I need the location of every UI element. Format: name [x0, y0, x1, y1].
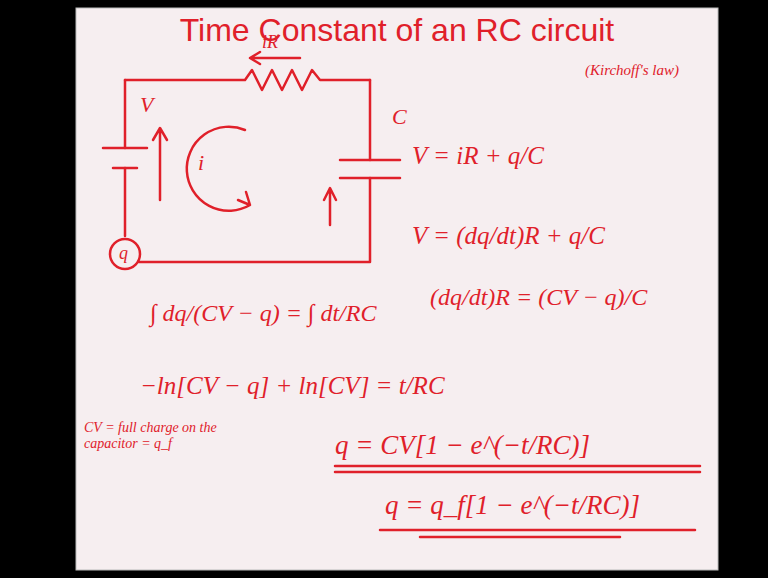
battery-plate [113, 167, 137, 170]
underline [380, 530, 695, 537]
charge-arrow [324, 188, 336, 225]
current-label: iR [262, 32, 278, 53]
equation: ∫ dq/(CV − q) = ∫ dt/RC [150, 300, 376, 328]
underline [335, 466, 700, 472]
battery-plate [103, 147, 147, 150]
slide-title: Time Constant of an RC circuit [76, 12, 718, 49]
resistor-symbol [125, 70, 370, 90]
current-label: i [198, 150, 204, 175]
current-loop [187, 127, 250, 211]
equation: V = iR + q/C [412, 142, 544, 171]
capacitor-plate [340, 177, 400, 180]
note: CV = full charge on the capacitor = q_f [84, 420, 234, 452]
voltage-arrow [153, 128, 167, 200]
capacitance-label: C [392, 104, 407, 129]
circle-mark [110, 239, 140, 269]
equation: q = q_f[1 − e^(−t/RC)] [385, 490, 640, 521]
equation: V = (dq/dt)R + q/C [412, 222, 605, 251]
wire [139, 80, 370, 262]
wire [124, 80, 127, 236]
charge-label: q [119, 243, 128, 264]
capacitor-plate [340, 159, 400, 162]
voltage-label: V [140, 92, 153, 117]
current-arrow [250, 52, 300, 64]
equation: q = CV[1 − e^(−t/RC)] [335, 430, 590, 461]
note: (Kirchoff's law) [585, 62, 679, 79]
equation: (dq/dt)R = (CV − q)/C [430, 284, 647, 312]
equation: −ln[CV − q] + ln[CV] = t/RC [140, 372, 445, 401]
slide-background [76, 8, 718, 570]
